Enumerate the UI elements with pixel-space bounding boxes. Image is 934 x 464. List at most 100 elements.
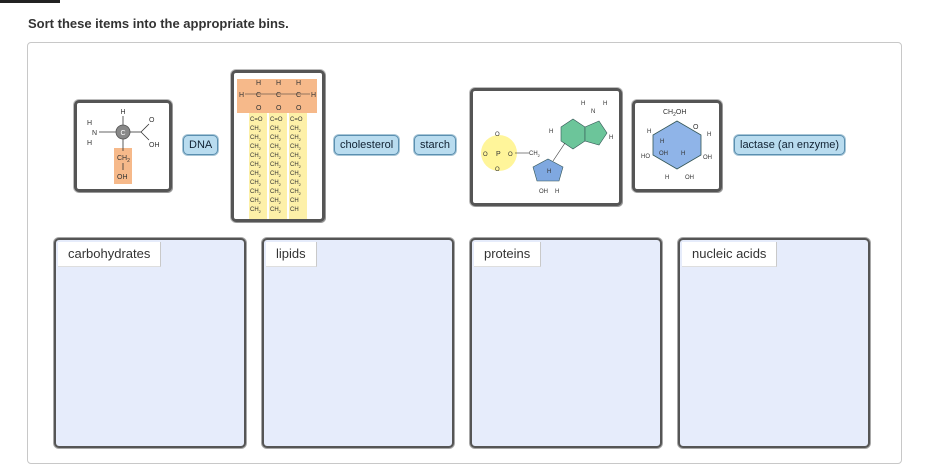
svg-text:H: H bbox=[87, 140, 92, 147]
svg-text:P: P bbox=[496, 151, 501, 158]
fatty-acid-chains: C=OCH2CH2CH2CH2CH2CH2CH2CH2CH2CH2C=OCH2C… bbox=[250, 117, 303, 214]
chain-unit-label: CH2 bbox=[250, 126, 262, 133]
bin-title-carbohydrates: carbohydrates bbox=[58, 242, 162, 267]
svg-text:H: H bbox=[311, 92, 316, 99]
chain-unit-label: CH2 bbox=[290, 180, 302, 187]
svg-text:O: O bbox=[495, 167, 500, 173]
svg-text:O: O bbox=[149, 117, 155, 124]
svg-text:OH: OH bbox=[117, 174, 128, 181]
chain-unit-label: CH2 bbox=[290, 171, 302, 178]
chain-unit-label: CH2 bbox=[290, 153, 302, 160]
svg-text:CH2: CH2 bbox=[529, 151, 541, 158]
chain-unit-label: CH2 bbox=[290, 144, 302, 151]
svg-text:O: O bbox=[508, 152, 513, 158]
chain-unit-label: CH2 bbox=[270, 144, 282, 151]
svg-text:CH2: CH2 bbox=[117, 155, 130, 164]
bin-carbohydrates[interactable]: carbohydrates bbox=[54, 238, 246, 448]
chain-unit-label: CH2 bbox=[270, 135, 282, 142]
svg-text:H: H bbox=[665, 175, 669, 181]
svg-text:CH2OH: CH2OH bbox=[663, 109, 686, 118]
svg-text:O: O bbox=[693, 124, 699, 131]
starch-label[interactable]: starch bbox=[414, 135, 456, 155]
chain-unit-label: CH bbox=[290, 207, 299, 213]
svg-text:H: H bbox=[581, 101, 585, 107]
chain-unit-label: CH2 bbox=[250, 171, 262, 178]
svg-text:OH: OH bbox=[659, 151, 668, 157]
chain-unit-label: CH2 bbox=[250, 153, 262, 160]
carbonyl-label: C=O bbox=[270, 117, 283, 123]
chain-unit-label: CH2 bbox=[270, 162, 282, 169]
chain-unit-label: CH2 bbox=[270, 207, 282, 214]
chain-unit-label: CH bbox=[290, 198, 299, 204]
svg-text:H: H bbox=[87, 120, 92, 127]
chain-unit-label: CH2 bbox=[250, 144, 262, 151]
chain-unit-label: CH2 bbox=[290, 189, 302, 196]
carbonyl-label: C=O bbox=[250, 117, 263, 123]
chain-unit-label: CH2 bbox=[250, 180, 262, 187]
chain-unit-label: CH2 bbox=[290, 162, 302, 169]
svg-text:C: C bbox=[256, 92, 261, 99]
svg-text:H: H bbox=[647, 129, 651, 135]
svg-text:H: H bbox=[660, 139, 664, 145]
svg-text:H: H bbox=[120, 109, 125, 116]
bin-lipids[interactable]: lipids bbox=[262, 238, 454, 448]
chain-unit-label: CH2 bbox=[270, 180, 282, 187]
svg-text:OH: OH bbox=[149, 142, 160, 149]
svg-text:OH: OH bbox=[703, 155, 712, 161]
dna-label[interactable]: DNA bbox=[183, 135, 219, 155]
chain-unit-label: CH2 bbox=[270, 171, 282, 178]
svg-text:HO: HO bbox=[641, 154, 650, 160]
svg-text:OH: OH bbox=[685, 175, 694, 181]
chain-unit-label: CH2 bbox=[250, 207, 262, 214]
cholesterol-label[interactable]: cholesterol bbox=[334, 135, 400, 155]
chain-unit-label: CH2 bbox=[250, 189, 262, 196]
svg-text:H: H bbox=[239, 92, 244, 99]
svg-text:C: C bbox=[120, 130, 125, 137]
svg-text:N: N bbox=[92, 130, 97, 137]
svg-text:H: H bbox=[549, 129, 553, 135]
chain-unit-label: CH2 bbox=[270, 198, 282, 205]
svg-text:O: O bbox=[296, 105, 302, 112]
bin-nucleic-acids[interactable]: nucleic acids bbox=[678, 238, 870, 448]
svg-text:N: N bbox=[591, 109, 595, 115]
nucleotide-card[interactable]: O O P O O CH2 H OH H H N H H H bbox=[470, 88, 622, 206]
svg-text:H: H bbox=[707, 132, 711, 138]
svg-text:H: H bbox=[296, 80, 301, 87]
svg-text:H: H bbox=[256, 80, 261, 87]
nucleotide-structure-icon: O O P O O CH2 H OH H H N H H H bbox=[481, 101, 613, 195]
svg-text:H: H bbox=[681, 151, 685, 157]
bin-title-lipids: lipids bbox=[266, 242, 317, 267]
carbonyl-label: C=O bbox=[290, 117, 303, 123]
chain-unit-label: CH2 bbox=[250, 198, 262, 205]
svg-text:H: H bbox=[547, 169, 551, 175]
svg-text:O: O bbox=[256, 105, 262, 112]
lactase-label[interactable]: lactase (an enzyme) bbox=[734, 135, 846, 155]
top-rule bbox=[0, 0, 60, 3]
glucose-structure-icon: CH2OH O H H H HO OH H OH H OH bbox=[641, 109, 712, 181]
triglyceride-structure-icon: H H H H C C C H O O O C=OCH2CH2CH2CH2CH2… bbox=[237, 79, 317, 219]
glucose-card[interactable]: CH2OH O H H H HO OH H OH H OH bbox=[632, 100, 722, 192]
svg-text:O: O bbox=[495, 132, 500, 138]
svg-text:C: C bbox=[276, 92, 281, 99]
chain-unit-label: CH2 bbox=[270, 189, 282, 196]
svg-text:H: H bbox=[555, 189, 559, 195]
bin-title-nucleic-acids: nucleic acids bbox=[682, 242, 778, 267]
svg-text:O: O bbox=[276, 105, 282, 112]
bin-proteins[interactable]: proteins bbox=[470, 238, 662, 448]
svg-text:H: H bbox=[276, 80, 281, 87]
svg-text:H: H bbox=[603, 101, 607, 107]
chain-unit-label: CH2 bbox=[270, 126, 282, 133]
amino-acid-card[interactable]: H H N H C O OH CH2 OH bbox=[74, 100, 172, 192]
chain-unit-label: CH2 bbox=[250, 135, 262, 142]
svg-text:H: H bbox=[609, 135, 613, 141]
chain-unit-label: CH2 bbox=[290, 126, 302, 133]
svg-text:C: C bbox=[296, 92, 301, 99]
instruction-text: Sort these items into the appropriate bi… bbox=[28, 16, 289, 31]
svg-text:OH: OH bbox=[539, 189, 548, 195]
amino-acid-structure-icon: H H N H C O OH CH2 OH bbox=[87, 109, 160, 184]
chain-unit-label: CH2 bbox=[250, 162, 262, 169]
svg-text:O: O bbox=[483, 152, 488, 158]
bin-title-proteins: proteins bbox=[474, 242, 542, 267]
chain-unit-label: CH2 bbox=[270, 153, 282, 160]
